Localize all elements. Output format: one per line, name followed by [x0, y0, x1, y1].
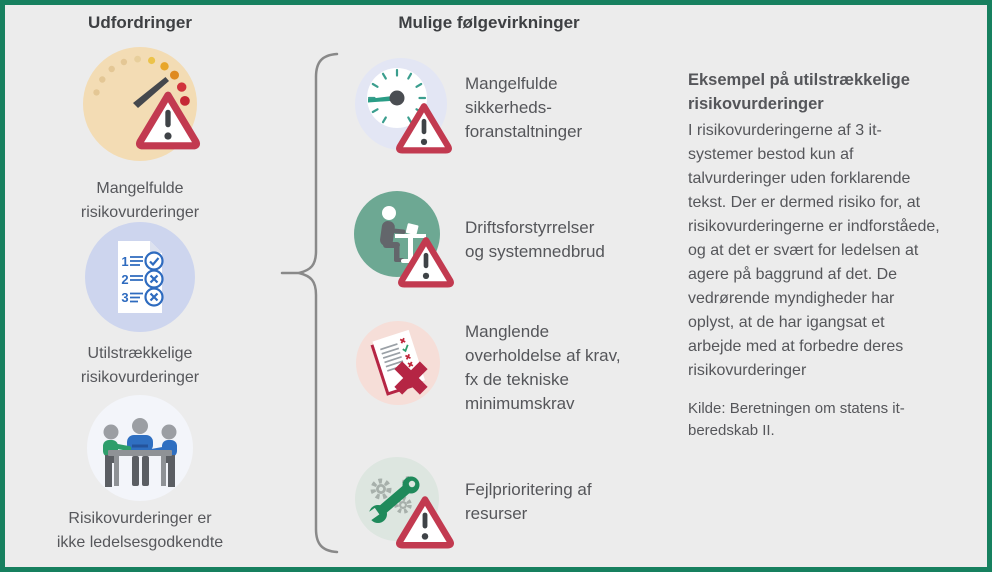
meeting-icon [87, 395, 193, 501]
speedometer-warning-icon [83, 47, 206, 161]
gauge-needle [133, 77, 169, 108]
checklist-number: 2 [121, 272, 128, 287]
x-mark [149, 274, 159, 284]
gauge-dots [93, 55, 190, 106]
tools-warning-icon [355, 457, 455, 551]
checklist-errors-icon: 1 2 3 [85, 222, 195, 332]
check-mark [149, 257, 160, 267]
big-x-mark [394, 361, 428, 395]
system-downtime-icon [354, 191, 455, 290]
example-source: Kilde: Beretningen om statens it-beredsk… [688, 399, 905, 439]
x-mark [407, 361, 414, 368]
x-mark [149, 292, 159, 302]
example-title: Eksempel på utilstrækkelige risikovurder… [688, 71, 910, 113]
example-body: I risikovurderingerne af 3 it-systemer b… [688, 121, 940, 379]
checklist-number: 1 [121, 254, 128, 269]
grouping-brace [280, 52, 339, 554]
example-panel: Eksempel på utilstrækkelige risikovurder… [688, 69, 940, 441]
x-mark [399, 338, 406, 344]
consequences-header: Mulige følgevirkninger [398, 13, 580, 32]
gears [370, 476, 416, 514]
laptop [405, 223, 419, 236]
wrench [364, 476, 420, 523]
gauge-warning-icon [355, 58, 455, 160]
check-mark [402, 344, 409, 353]
x-mark [405, 354, 411, 361]
challenges-header: Udfordringer [88, 13, 192, 32]
rejected-document-icon [356, 321, 440, 406]
checklist-number: 3 [121, 290, 128, 305]
